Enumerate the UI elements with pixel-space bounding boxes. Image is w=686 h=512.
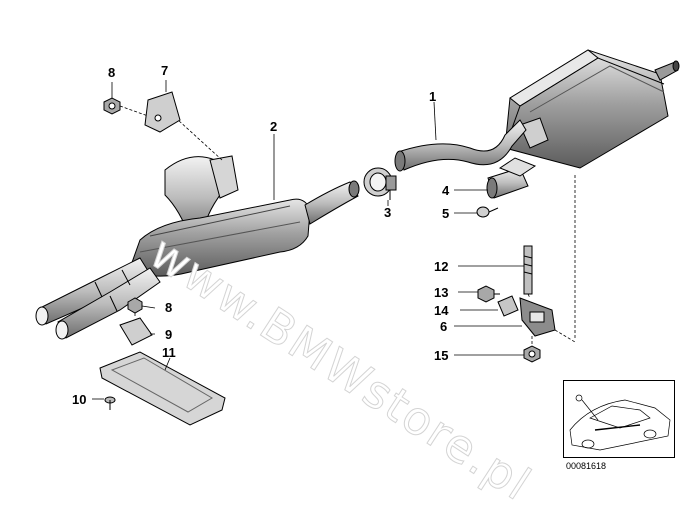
nut-8-top [103,97,121,115]
bolt-13 [477,285,500,303]
nut-15 [523,345,541,363]
callout-9: 9 [165,327,173,342]
callout-8-top: 8 [108,65,116,80]
callout-2: 2 [270,119,278,134]
parts-diagram: www.BMWstore.pl 8 7 2 1 3 4 5 8 9 11 10 … [35,49,680,512]
leader-lines [92,80,576,400]
callout-11: 11 [162,345,176,360]
callout-3: 3 [384,205,392,220]
rubber-mount-6 [519,297,556,337]
callout-4: 4 [442,183,450,198]
pipe-clamp [363,167,397,200]
callout-10: 10 [72,392,87,407]
callout-12: 12 [434,259,449,274]
rear-silencer [504,49,680,169]
callout-8-bottom: 8 [165,300,173,315]
hanger-sleeve [486,157,537,199]
bolt-5 [476,206,499,218]
callout-5: 5 [442,206,450,221]
nut-8-bottom [127,297,143,314]
exhaust-diagram-drawing [35,49,680,451]
callout-14: 14 [434,303,449,318]
thumbnail-frame [563,380,675,458]
callout-13: 13 [434,285,449,300]
washer-14 [497,295,519,317]
reference-number: 00081618 [566,461,607,471]
callout-6: 6 [440,319,448,334]
heat-shield-plate-11 [99,351,226,426]
bracket-9 [119,317,153,346]
front-y-pipe-assembly [35,155,360,340]
car-location-thumbnail-icon [569,394,671,451]
callout-1: 1 [429,89,437,104]
bracket-7 [144,91,181,133]
callout-7: 7 [161,63,169,78]
rear-connecting-pipe [394,119,527,172]
callout-15: 15 [434,348,449,363]
screw-10 [104,396,116,410]
stud-12 [523,245,533,295]
